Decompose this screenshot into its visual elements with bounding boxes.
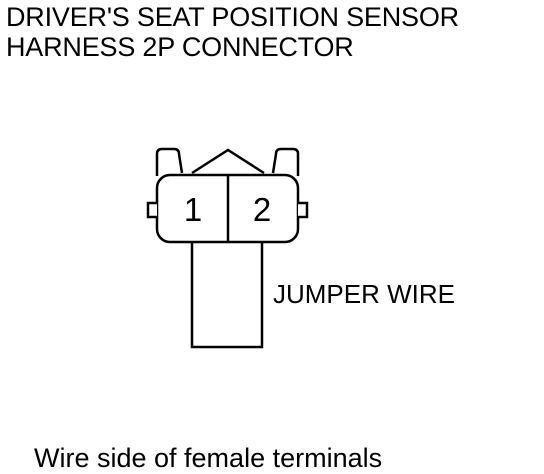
jumper-wire bbox=[190, 242, 264, 349]
pin-1-label: 1 bbox=[184, 191, 202, 228]
title-line-1: DRIVER'S SEAT POSITION SENSOR bbox=[6, 2, 459, 32]
jumper-wire-label: JUMPER WIRE bbox=[273, 279, 455, 309]
left-lock-tab bbox=[155, 147, 184, 176]
caption: Wire side of female terminals bbox=[34, 443, 383, 473]
right-ear bbox=[298, 201, 309, 219]
title-line-2: HARNESS 2P CONNECTOR bbox=[6, 32, 354, 62]
left-ear bbox=[146, 201, 157, 219]
pin-2-label: 2 bbox=[253, 191, 271, 228]
diagram-title: DRIVER'S SEAT POSITION SENSOR HARNESS 2P… bbox=[6, 2, 459, 62]
right-lock-tab bbox=[271, 147, 300, 176]
connector-key bbox=[191, 148, 265, 175]
